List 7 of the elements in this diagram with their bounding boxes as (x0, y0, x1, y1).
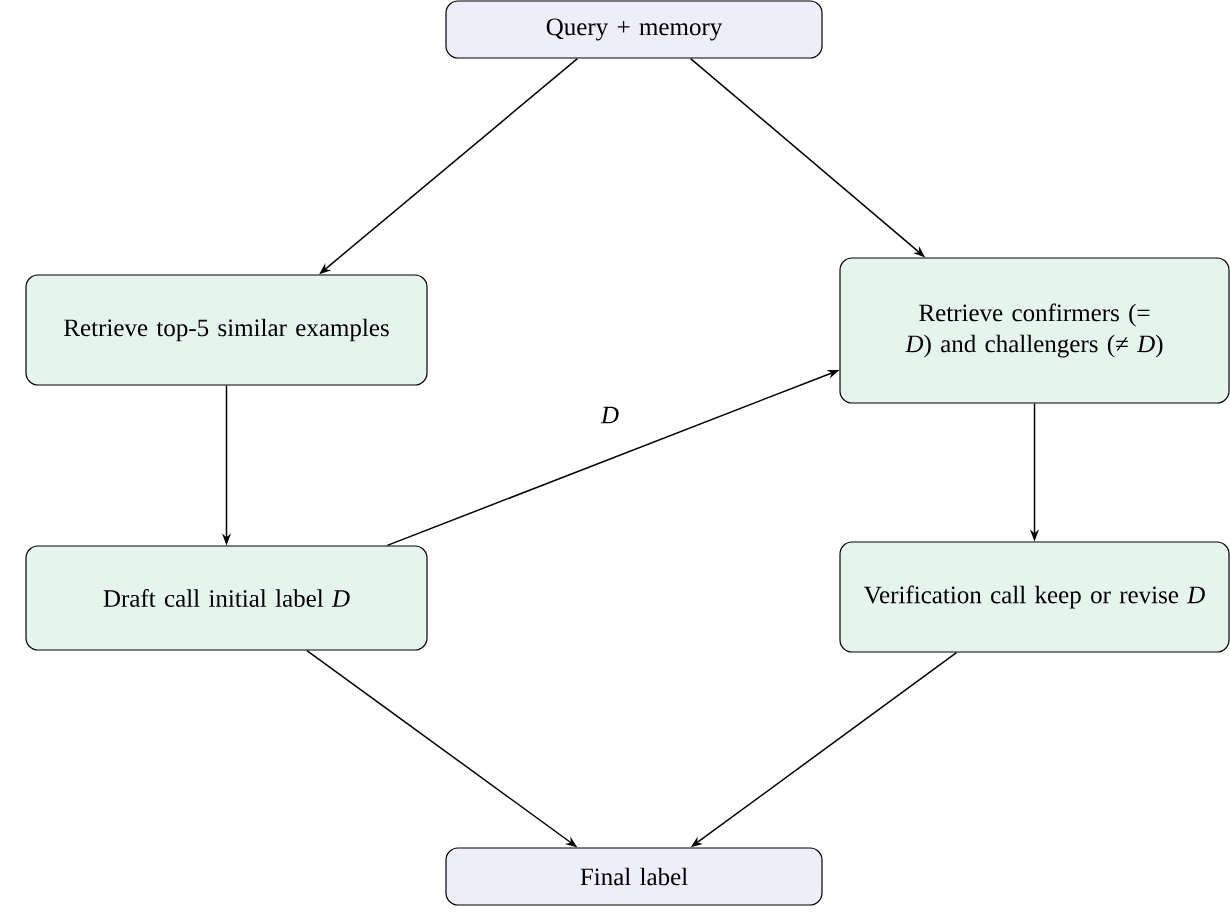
edge-label: D (599, 404, 622, 426)
process-box: Query + memory (445, 0, 823, 59)
process-box: Retrieve top-5 similar examples (25, 274, 428, 386)
process-box: Draft call initial label D (25, 545, 428, 651)
process-box: Final label (445, 847, 823, 906)
process-box: Retrieve confirmers (= D) and challengers (≠ D) (839, 257, 1230, 404)
process-box: Verification call keep or revise D (839, 541, 1230, 653)
